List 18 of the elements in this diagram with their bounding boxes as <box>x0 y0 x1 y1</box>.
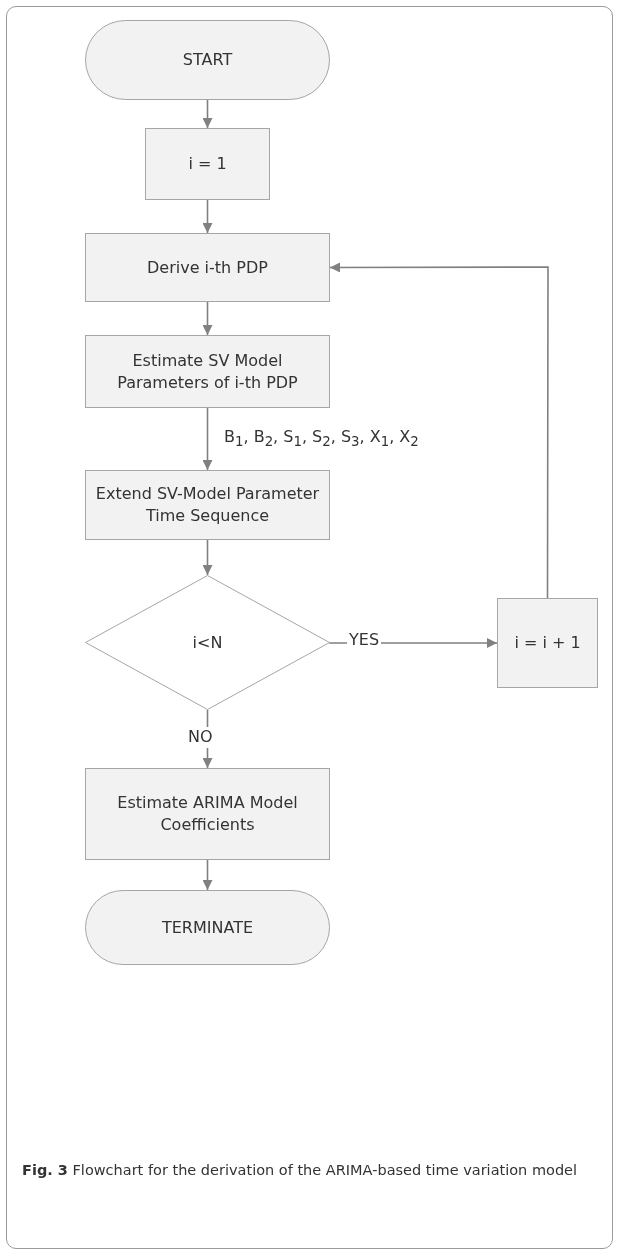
arrow <box>202 199 213 234</box>
edge-label: NO <box>186 727 215 748</box>
arrow <box>202 859 213 891</box>
terminal-node: TERMINATE <box>85 890 330 965</box>
arrow <box>202 407 213 471</box>
arrow <box>329 262 549 599</box>
terminal-node: START <box>85 20 330 100</box>
arrow <box>202 99 213 129</box>
process-box: Estimate SV Model Parameters of i-th PDP <box>85 335 330 408</box>
process-box: Extend SV-Model Parameter Time Sequence <box>85 470 330 540</box>
decision-diamond: i<N <box>85 575 330 710</box>
process-box: i = 1 <box>145 128 270 200</box>
figure-caption: Fig. 3 Flowchart for the derivation of the ARIMA-based time variation model <box>22 1161 579 1180</box>
arrow <box>202 301 213 336</box>
process-box: i = i + 1 <box>497 598 598 688</box>
process-box: Estimate ARIMA Model Coefficients <box>85 768 330 860</box>
arrow <box>202 539 213 576</box>
process-box: Derive i-th PDP <box>85 233 330 302</box>
